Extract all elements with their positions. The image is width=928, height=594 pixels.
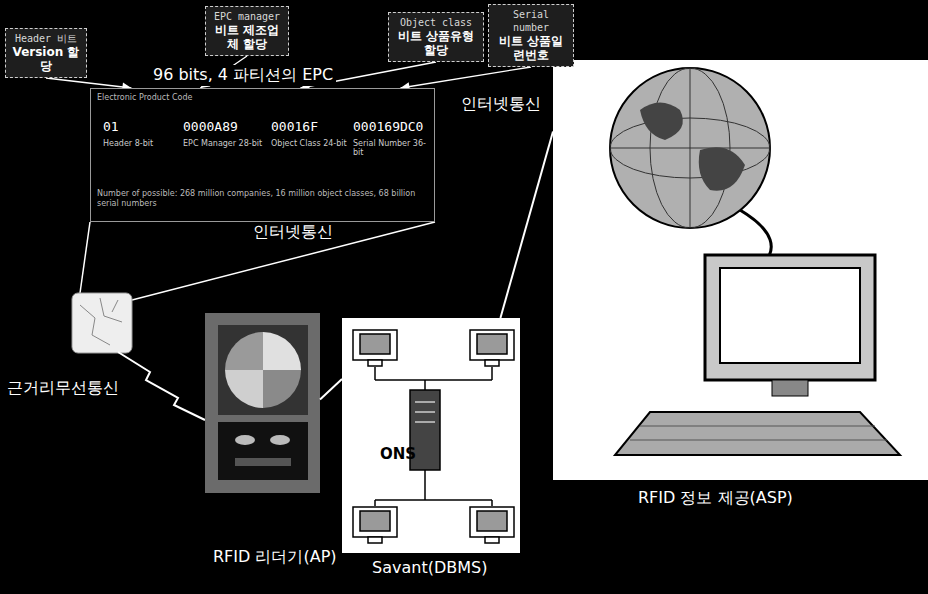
field-description: 비트 상품일련번호: [493, 34, 569, 62]
savant-network-picture: [342, 318, 520, 553]
code-field: Header 8-bit: [103, 139, 179, 148]
code-field-slot: Serial Number 36-bit: [353, 139, 431, 157]
panel-title-slot: Electronic Product Code: [97, 93, 397, 102]
node-caption: Savant(DBMS): [372, 558, 542, 577]
node-caption: RFID 정보 제공(ASP): [638, 488, 878, 509]
code-value-slot: 000169DC0: [353, 119, 431, 134]
footnote: Number of possible: 268 million companie…: [97, 189, 430, 209]
panel-title: Electronic Product Code: [97, 93, 397, 102]
server-label: ONS: [380, 445, 420, 463]
code-field-slot: EPC Manager 28-bit: [183, 139, 263, 148]
node-caption: RFID 리더기(AP): [213, 547, 363, 568]
code-field: EPC Manager 28-bit: [183, 139, 263, 148]
asp-picture: [553, 60, 928, 480]
code-value-slot: 00016F: [271, 119, 349, 134]
connector-line: [500, 131, 553, 318]
connector-label: 인터넷통신: [250, 222, 336, 243]
code-field: Serial Number 36-bit: [353, 139, 431, 157]
code-value: 01: [103, 119, 179, 134]
code-value-slot: 01: [103, 119, 179, 134]
node-caption-slot: Savant(DBMS): [372, 558, 542, 577]
node-caption-slot: RFID 리더기(AP): [213, 547, 363, 568]
code-field-slot: Header 8-bit: [103, 139, 179, 148]
connector: [320, 379, 342, 399]
field-description: Version 할당: [10, 45, 82, 73]
field-name: Header 비트: [10, 32, 82, 45]
field-name: EPC manager: [210, 10, 284, 23]
connector-line: [320, 379, 342, 399]
field-box: EPC manager비트 제조업체 할당: [205, 6, 289, 56]
code-field: Object Class 24-bit: [271, 139, 349, 148]
system-node: RFID 정보 제공(ASP): [553, 60, 928, 480]
field-box: Header 비트Version 할당: [5, 28, 87, 78]
field-box: Object class비트 상품유형할당: [388, 12, 484, 62]
epc-code-panel: Electronic Product Code 01Header 8-bit 000…: [90, 88, 435, 222]
field-box: Serial number비트 상품일련번호: [488, 4, 574, 67]
field-description: 비트 상품유형할당: [393, 29, 479, 57]
code-value-slot: 0000A89: [183, 119, 263, 134]
code-field-slot: Object Class 24-bit: [271, 139, 349, 148]
connector-line: [46, 78, 131, 88]
field-name: Object class: [393, 16, 479, 29]
link-label: 근거리무선통신: [4, 378, 122, 399]
reader-picture: [205, 313, 320, 493]
system-node: ONSSavant(DBMS): [342, 318, 520, 553]
code-value: 000169DC0: [353, 119, 431, 134]
connector: [500, 131, 553, 318]
server-label-slot: ONS: [380, 445, 420, 463]
wireless-link: [118, 352, 205, 420]
field-description: 비트 제조업체 할당: [210, 23, 284, 51]
connector-line: [401, 67, 532, 88]
node-caption-slot: RFID 정보 제공(ASP): [638, 488, 878, 509]
system-node: RFID 리더기(AP): [205, 313, 320, 493]
field-name: Serial number: [493, 8, 569, 34]
epc-caption: 96 bits, 4 파티션의 EPC: [150, 65, 336, 86]
code-value: 00016F: [271, 119, 349, 134]
footnote-slot: Number of possible: 268 million companie…: [97, 189, 430, 209]
connector-label: 인터넷통신: [458, 94, 544, 115]
code-value: 0000A89: [183, 119, 263, 134]
